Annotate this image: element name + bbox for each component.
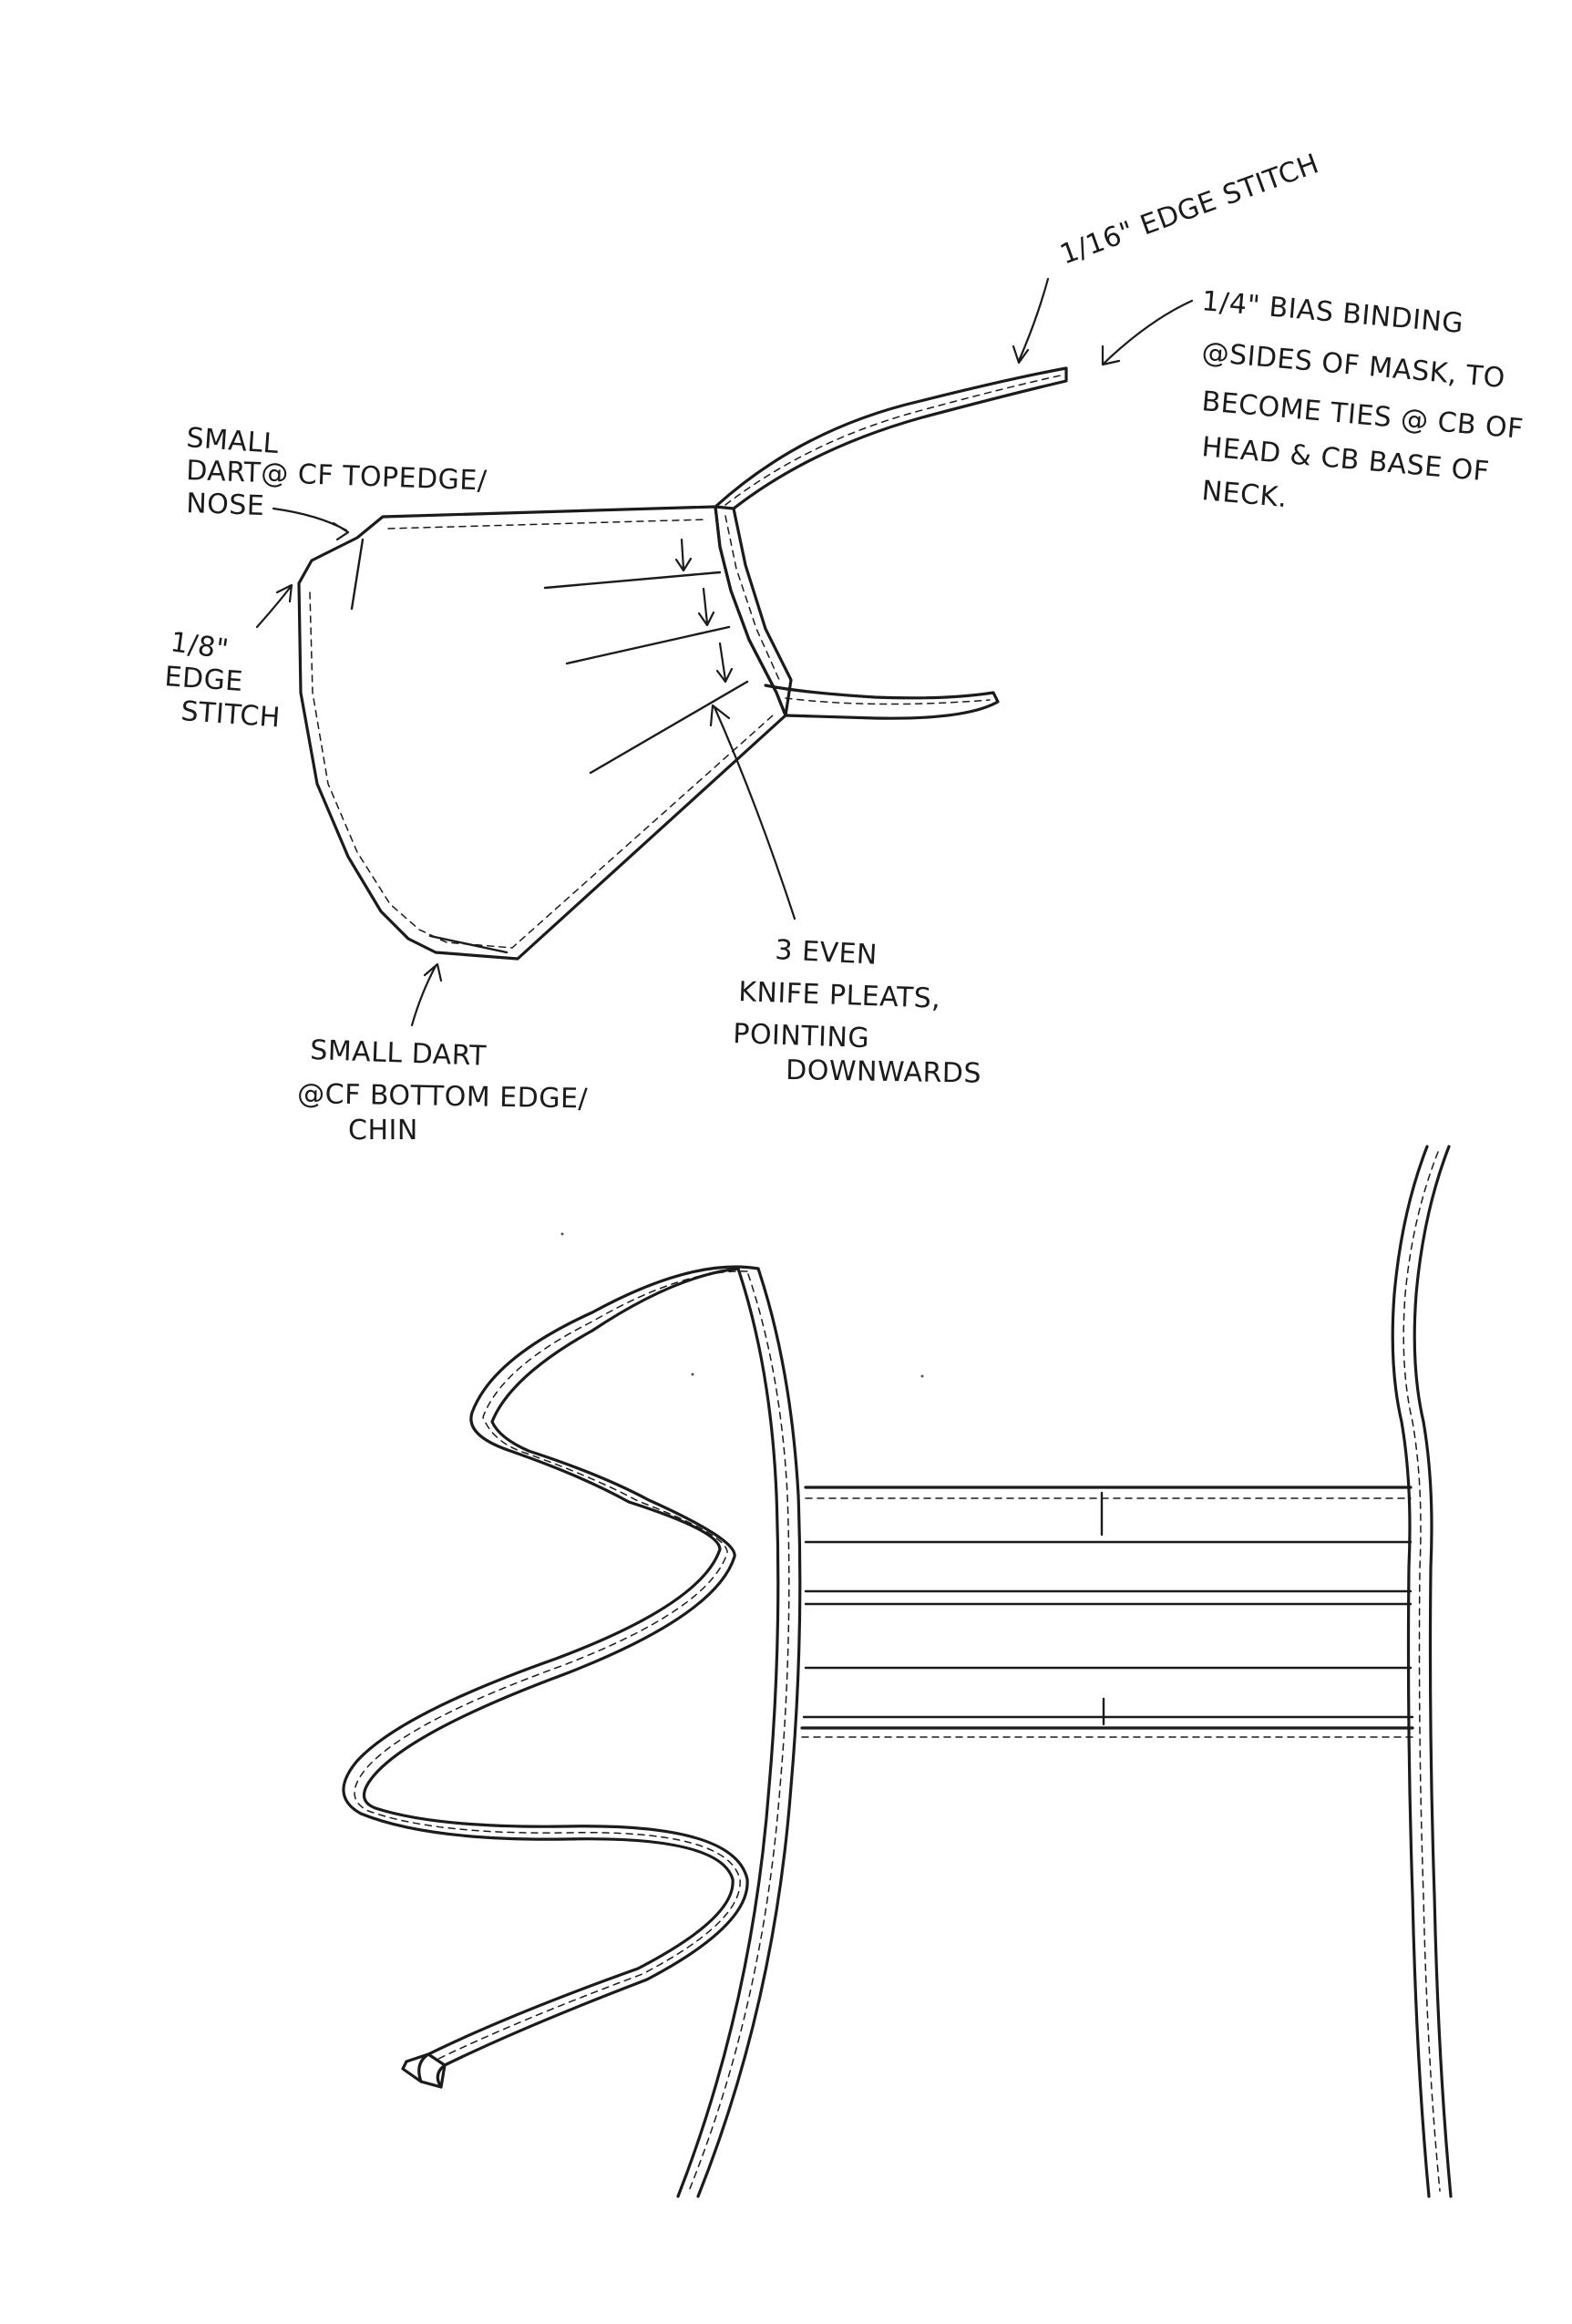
stray-mark-3: [920, 1374, 924, 1378]
pleat-line-3: [589, 680, 749, 775]
chin-dart-line-2: @CF BOTTOM EDGE/: [297, 1078, 589, 1116]
pleat-arrow-3: [715, 642, 734, 684]
knife-pleats-line-4: DOWNWARDS: [786, 1054, 981, 1090]
loose-tie-stitch: [354, 1270, 748, 2061]
chin-dart-arrow: [410, 962, 443, 1027]
upper-tie: [714, 366, 1068, 510]
loose-tie-outer: [342, 1265, 760, 2083]
lower-tie-stitch: [785, 697, 991, 705]
nose-dart-arrow: [272, 507, 350, 541]
pleat-arrow-1: [674, 538, 693, 572]
knife-pleats-line-1: 3 EVEN: [775, 934, 878, 972]
loose-tie-inner: [362, 1267, 749, 2089]
edge-stitch-8-line-1: 1/8": [169, 626, 231, 666]
loose-tie-end: [401, 2052, 447, 2089]
stray-mark-2: [691, 1373, 694, 1376]
chin-dart: [428, 934, 509, 954]
edge-stitch-8-arrow: [255, 583, 293, 629]
side-binding-stitch: [724, 515, 781, 683]
knife-pleats-arrow: [709, 704, 796, 920]
side-binding: [714, 505, 793, 717]
edge-stitch-16-label: 1/16" EDGE STITCH: [1056, 148, 1323, 271]
bias-binding-arrow: [1101, 299, 1194, 366]
nose-dart-line-3: NOSE: [186, 488, 265, 522]
stray-mark-1: [560, 1232, 564, 1236]
nose-dart-line-1: SMALL: [185, 422, 280, 460]
edge-stitch-16-arrow: [1012, 277, 1050, 365]
chin-dart-line-3: CHIN: [348, 1115, 418, 1147]
annotation-labels: 1/16" EDGE STITCH 1/4" BIAS BINDING @SID…: [163, 148, 1525, 1147]
upper-tie-stitch: [724, 375, 1062, 506]
bias-binding-line-5: NECK.: [1200, 475, 1289, 514]
knife-pleats-line-3: POINTING: [733, 1018, 870, 1054]
pleat-line-1: [543, 571, 722, 590]
nose-dart: [350, 538, 365, 611]
chin-dart-line-1: SMALL DART: [310, 1034, 488, 1073]
bias-binding-line-2: @SIDES OF MASK, TO: [1200, 336, 1506, 395]
mask-flat-view: [342, 1145, 1453, 2198]
annotation-arrows: [255, 277, 1194, 1027]
right-binding-stitch: [1402, 1151, 1441, 2192]
mask-edge-stitch: [309, 519, 774, 949]
right-binding-outer: [1413, 1145, 1453, 2198]
edge-stitch-8-line-2: EDGE: [163, 661, 243, 698]
bias-binding-line-1: 1/4" BIAS BINDING: [1200, 285, 1464, 340]
lower-tie: [764, 684, 1000, 720]
pleat-line-2: [565, 625, 731, 665]
left-binding-inner: [676, 1267, 780, 2198]
left-binding-stitch: [688, 1273, 790, 2192]
mask-side-view: [297, 366, 1068, 961]
knife-pleats-line-2: KNIFE PLEATS,: [738, 976, 941, 1015]
mask-body-outline: [297, 505, 787, 961]
pleat-arrow-2: [697, 587, 715, 627]
left-binding-outer: [696, 1267, 802, 2198]
right-binding-inner: [1391, 1145, 1431, 2198]
edge-stitch-8-line-3: STITCH: [180, 695, 281, 735]
